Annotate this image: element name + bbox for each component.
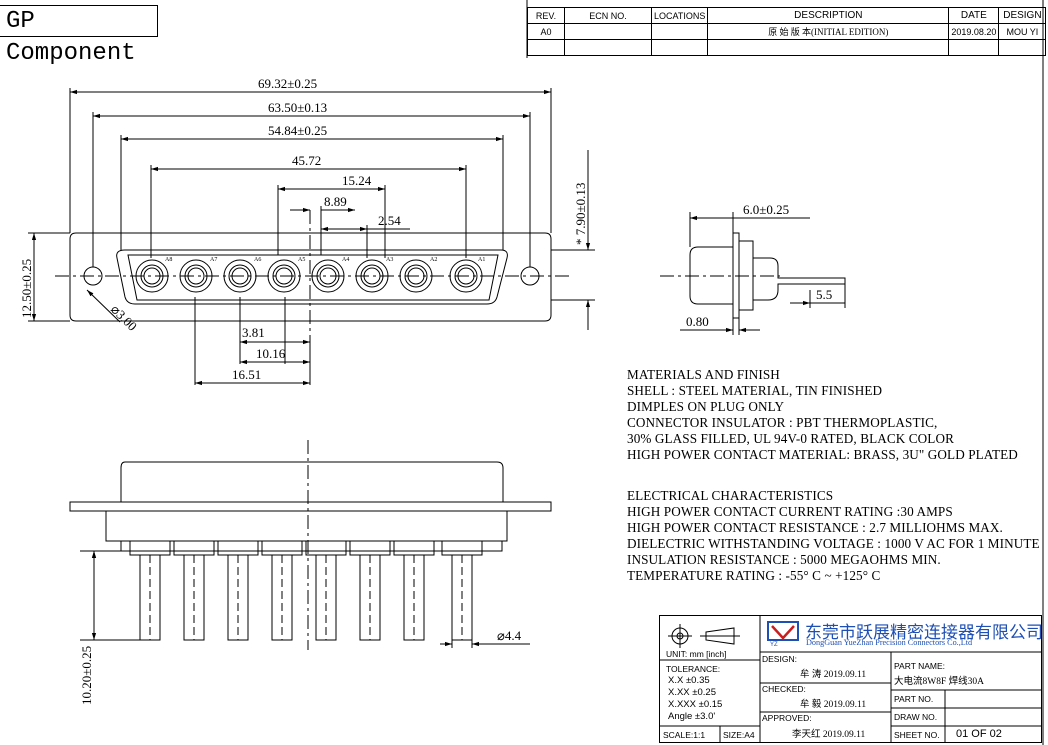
design-value: 牟 涛 2019.09.11 [800, 670, 867, 680]
design-label: DESIGN: [762, 654, 797, 664]
contact-label: A4 [342, 257, 349, 263]
scale-label: SCALE:1:1 [663, 730, 706, 740]
note-line: 30% GLASS FILLED, UL 94V-0 RATED, BLACK … [627, 431, 954, 447]
tolerance-label: TOLERANCE: [666, 664, 721, 674]
dim-flange-thickness: 0.80 [686, 314, 709, 329]
dim-height: 12.50±0.25 [19, 259, 34, 318]
unit-label: UNIT: mm [inch] [666, 649, 727, 659]
shell-body [116, 249, 508, 305]
materials-notes: MATERIALS AND FINISH SHELL : STEEL MATER… [627, 367, 1018, 464]
note-line: HIGH POWER CONTACT MATERIAL: BRASS, 3U" … [627, 447, 1018, 463]
contact-label: A6 [254, 257, 261, 263]
checked-label: CHECKED: [762, 684, 806, 694]
approved-value: 李天红 2019.09.11 [792, 730, 866, 740]
note-line: SHELL : STEEL MATERIAL, TIN FINISHED [627, 383, 883, 399]
dim-overall-width: 69.32±0.25 [258, 76, 317, 91]
part-no-label: PART NO. [894, 694, 934, 704]
drawing-title: GP Component [0, 5, 158, 67]
dim-pin-dia: ⌀4.4 [497, 628, 522, 643]
note-line: HIGH POWER CONTACT CURRENT RATING :30 AM… [627, 504, 953, 520]
date-value: 2019.08.20 [948, 23, 1000, 40]
pins [129, 540, 483, 641]
dim-hole-dia: ⌀3.00 [108, 302, 140, 334]
checked-value: 牟 毅 2019.09.11 [800, 700, 867, 710]
shell-flange [69, 232, 552, 322]
dim-15-24: 15.24 [342, 173, 372, 188]
contact-label: A2 [430, 257, 437, 263]
dim-16-51: 16.51 [232, 367, 261, 382]
side-view [660, 212, 846, 335]
tolerance-2: X.XX ±0.25 [668, 687, 716, 698]
logo-text: YZ [770, 642, 778, 648]
company-logo-icon [767, 621, 799, 641]
note-line: CONNECTOR INSULATOR : PBT THERMOPLASTIC, [627, 415, 938, 431]
sheet-no-label: SHEET NO. [894, 730, 940, 740]
company-name-cn: 东莞市跃展精密连接器有限公司 [805, 623, 1043, 642]
part-name-value: 大电流8W8F 焊线30A [894, 677, 984, 687]
contact-label: A1 [478, 257, 485, 263]
tolerance-4: Angle ±3.0' [668, 711, 716, 722]
dim-side-height: * 7.90±0.13 [573, 183, 588, 245]
part-name-label: PART NAME: [894, 661, 946, 671]
tolerance-1: X.X ±0.35 [668, 675, 710, 686]
dim-shell-width: 54.84±0.25 [268, 123, 327, 138]
empty-cell [998, 39, 1047, 56]
company-name-en: DongGuan YueZhan Precision Connectors Co… [806, 638, 973, 647]
contact-label: A3 [386, 257, 393, 263]
sheet-no-value: 01 OF 02 [956, 728, 1002, 740]
revision-table: REV. ECN NO. LOCATIONS DESCRIPTION DATE … [527, 7, 1047, 56]
empty-cell [948, 39, 1000, 56]
note-line: MATERIALS AND FINISH [627, 367, 780, 382]
note-line: HIGH POWER CONTACT RESISTANCE : 2.7 MILL… [627, 520, 1003, 536]
size-label: SIZE:A4 [723, 730, 755, 740]
note-line: ELECTRICAL CHARACTERISTICS [627, 488, 834, 503]
projection-symbol-icon [668, 624, 740, 648]
dim-10-16: 10.16 [256, 346, 286, 361]
title-block-grid [660, 616, 1041, 742]
dim-side-tail: 5.5 [816, 287, 832, 302]
empty-cell [650, 39, 709, 56]
tolerance-3: X.XXX ±0.15 [668, 699, 723, 710]
dim-side-depth: 6.0±0.25 [743, 202, 789, 217]
note-line: DIELECTRIC WITHSTANDING VOLTAGE : 1000 V… [627, 536, 1040, 552]
note-line: INSULATION RESISTANCE : 5000 MEGAOHMS MI… [627, 552, 941, 568]
contact-label: A8 [165, 257, 172, 263]
note-line: TEMPERATURE RATING : -55° C ~ +125° C [627, 568, 881, 584]
bottom-view [69, 440, 552, 650]
contact-label: A5 [298, 257, 305, 263]
approved-label: APPROVED: [762, 713, 812, 723]
contact-circles [135, 259, 483, 293]
note-line: DIMPLES ON PLUG ONLY [627, 399, 785, 415]
draw-no-label: DRAW NO. [894, 712, 938, 722]
contact-label: A7 [210, 257, 217, 263]
dim-3-81: 3.81 [242, 325, 265, 340]
electrical-notes: ELECTRICAL CHARACTERISTICS HIGH POWER CO… [627, 488, 1040, 585]
dim-8-89: 8.89 [324, 194, 347, 209]
dim-2-54: 2.54 [378, 213, 401, 228]
dim-pin-length: 10.20±0.25 [79, 646, 94, 705]
title-block: YZ 东莞市跃展精密连接器有限公司 DongGuan YueZhan Preci… [659, 615, 1043, 743]
dim-mount-hole-span: 63.50±0.13 [268, 100, 327, 115]
dim-contact-span: 45.72 [292, 153, 321, 168]
